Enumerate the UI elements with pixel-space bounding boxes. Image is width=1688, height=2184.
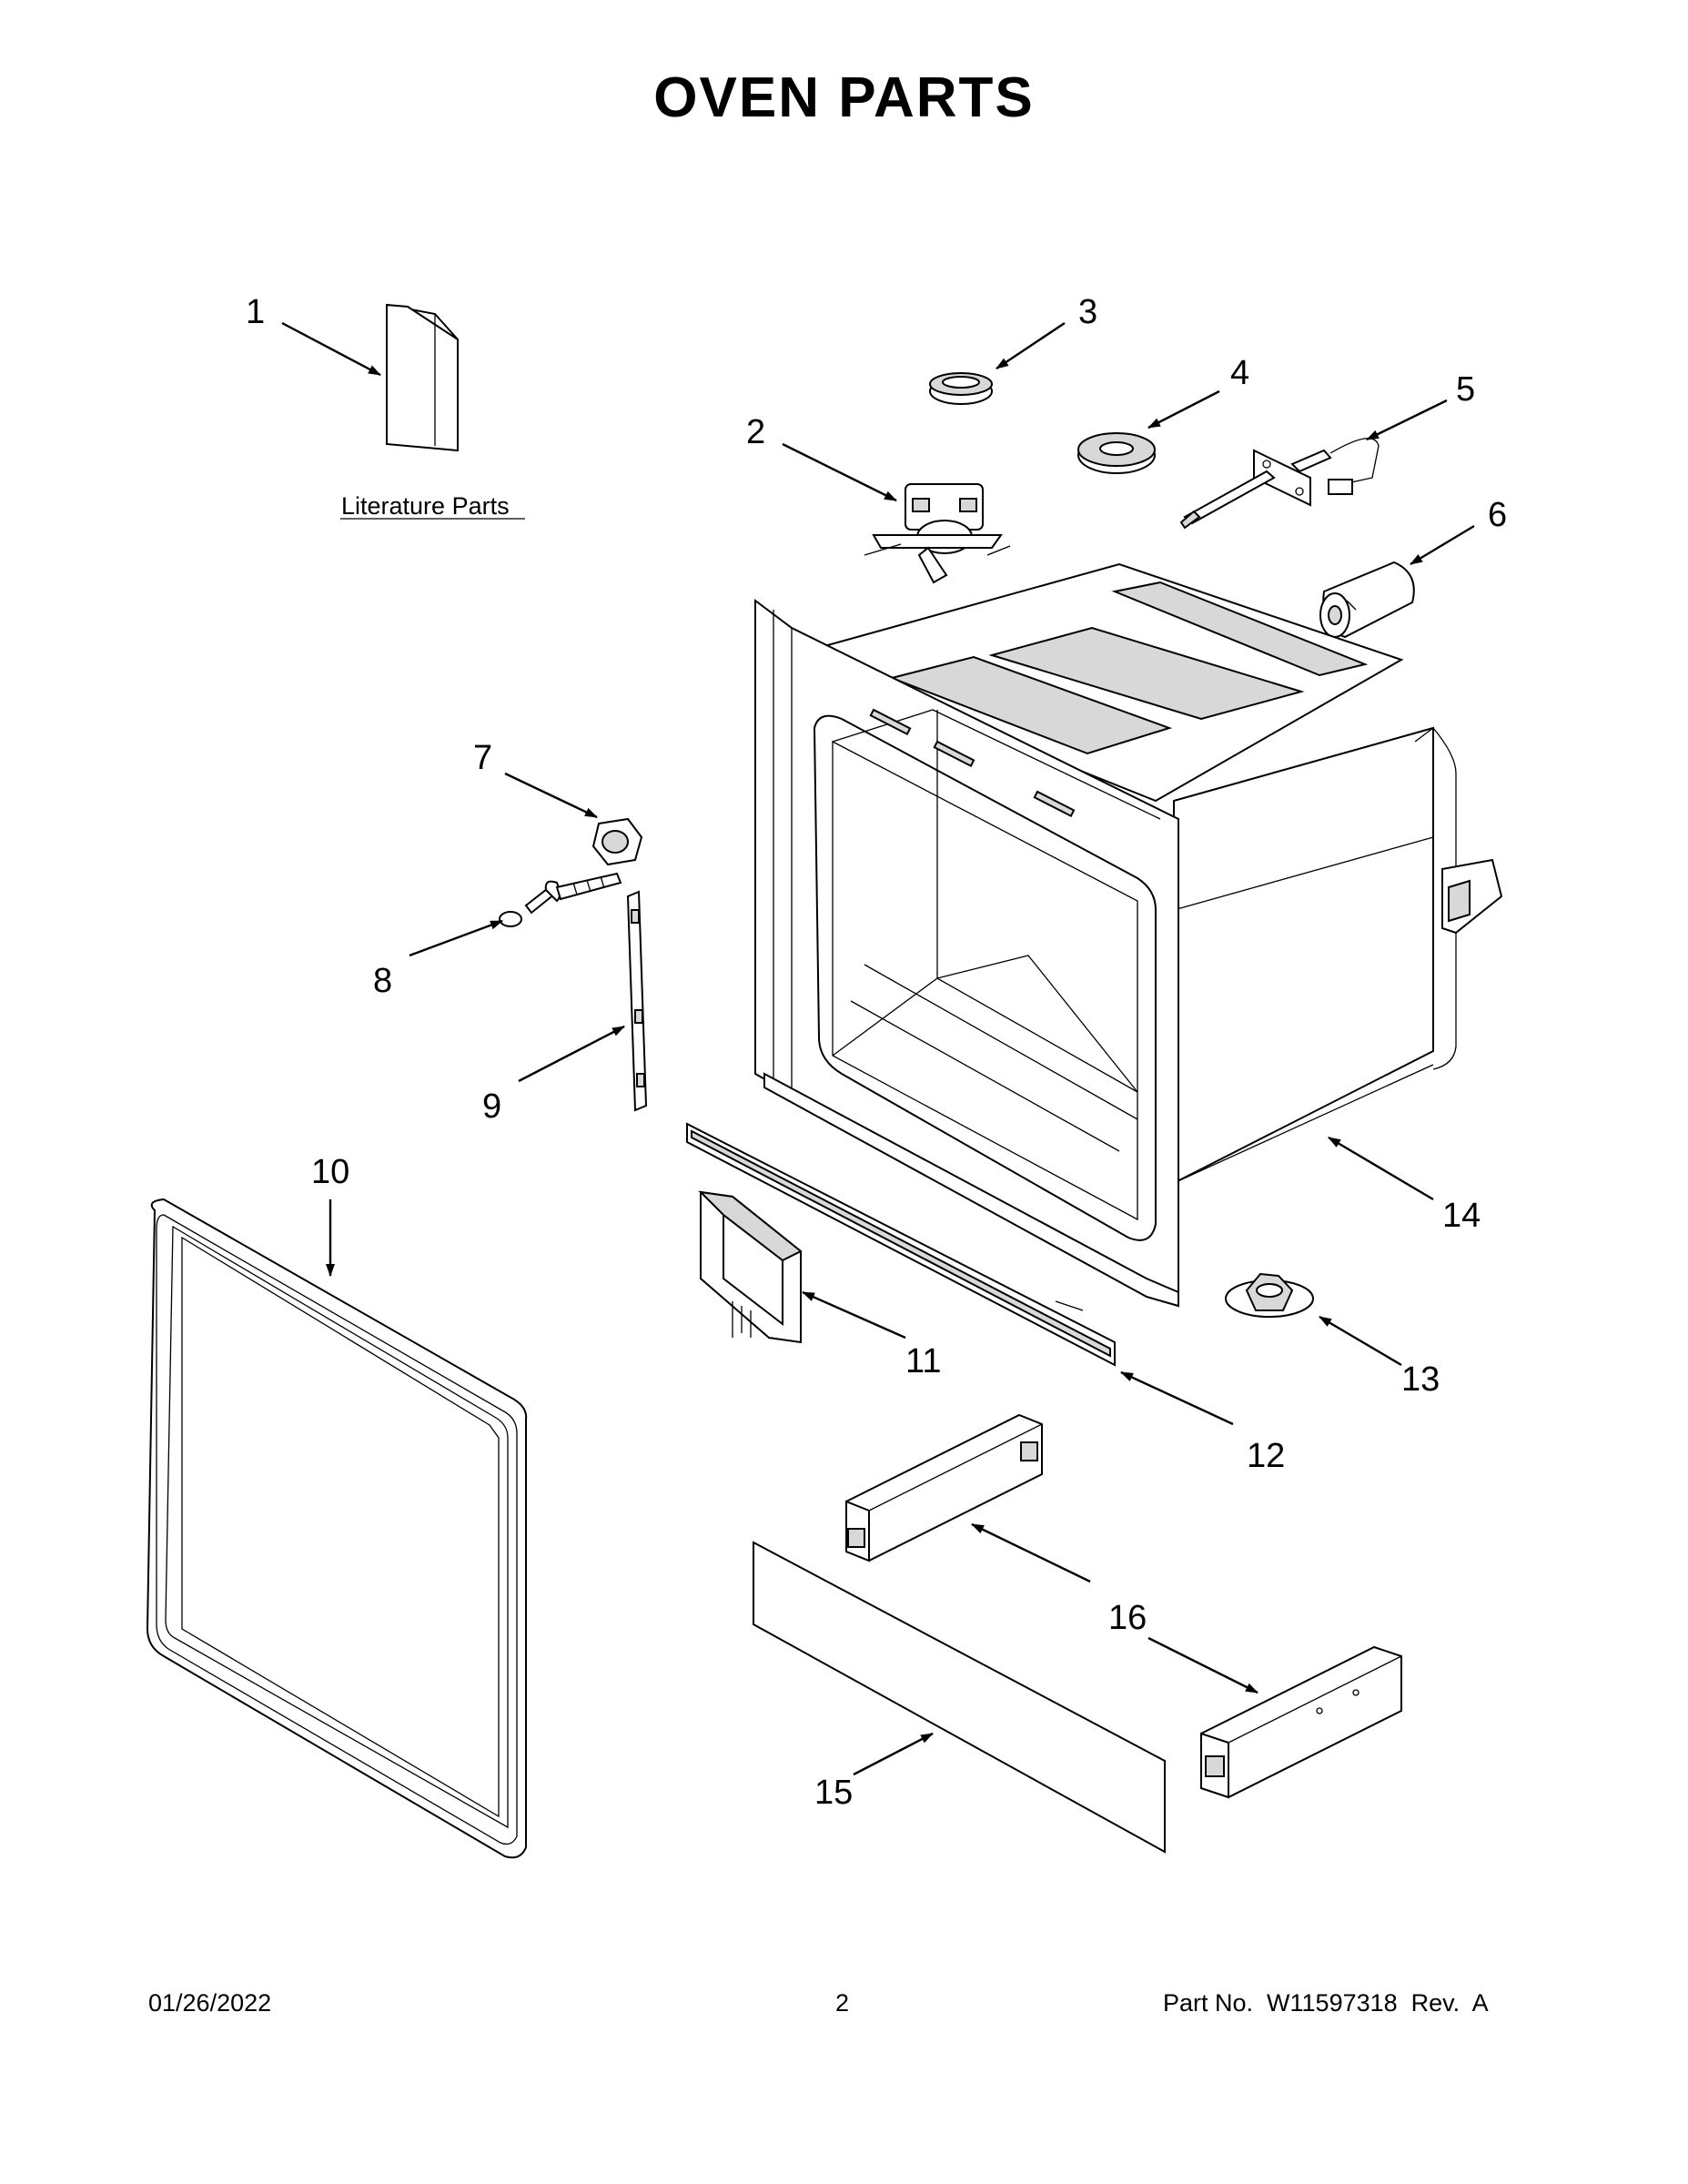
footer-page-number: 2 <box>835 1989 850 2017</box>
part-4-washer <box>1077 432 1156 474</box>
callout-15: 15 <box>814 1774 853 1812</box>
part-8-screw <box>499 872 622 927</box>
part-11-control-module <box>698 1190 803 1344</box>
callout-7: 7 <box>473 739 492 777</box>
callout-9: 9 <box>482 1087 501 1126</box>
part-7-clip <box>591 817 643 866</box>
callout-3: 3 <box>1078 293 1097 331</box>
callout-6: 6 <box>1488 496 1507 534</box>
callout-13: 13 <box>1401 1360 1440 1399</box>
callout-8: 8 <box>373 962 392 1000</box>
callout-4: 4 <box>1230 354 1249 392</box>
part-1-literature: Literature Parts <box>340 303 525 520</box>
part-3-bearing <box>929 372 993 405</box>
part-16-bracket-right <box>1200 1645 1402 1799</box>
leader-lines <box>281 321 1475 1776</box>
callout-10: 10 <box>311 1153 349 1191</box>
callout-16: 16 <box>1108 1599 1147 1637</box>
footer-part-number: Part No. W11597318 Rev. A <box>1163 1989 1489 2017</box>
callout-1: 1 <box>246 293 265 331</box>
part-15-kick-plate <box>753 1541 1166 1854</box>
callout-11: 11 <box>905 1342 941 1380</box>
part-5-temperature-sensor <box>1179 438 1380 530</box>
part-6-motor <box>1319 561 1415 639</box>
callout-12: 12 <box>1247 1437 1285 1475</box>
part-12-trim-strip <box>686 1122 1116 1367</box>
footer-date: 01/26/2022 <box>148 1989 272 2017</box>
part-9-hinge-strip <box>626 890 648 1112</box>
part-14-oven-cavity <box>754 562 1503 1308</box>
part-13-fan-impeller <box>1225 1272 1314 1318</box>
part-10-door-gasket <box>146 1198 528 1859</box>
callout-numbers: 1 2 3 4 5 6 7 8 9 10 11 12 13 14 15 16 <box>246 293 1507 1812</box>
literature-parts-label: Literature Parts <box>341 492 510 520</box>
callout-2: 2 <box>746 413 765 451</box>
callout-5: 5 <box>1456 370 1475 409</box>
part-2-switch-assembly <box>864 483 1011 584</box>
callout-14: 14 <box>1442 1197 1481 1235</box>
part-16-bracket-left <box>845 1413 1043 1562</box>
page-title: OVEN PARTS <box>653 66 1035 129</box>
